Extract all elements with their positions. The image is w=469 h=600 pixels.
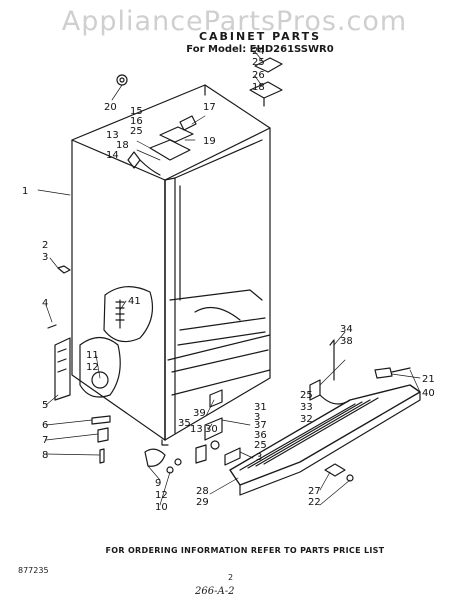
callout-9: 9	[155, 478, 161, 489]
callout-18b: 18	[116, 140, 129, 151]
callout-22: 22	[308, 497, 321, 508]
leader-lines	[37, 51, 421, 506]
callout-19: 19	[203, 136, 216, 147]
callout-26: 26	[252, 70, 265, 81]
document-code: 877235	[18, 566, 49, 575]
cabinet-body	[71, 84, 271, 446]
callout-8: 8	[42, 450, 48, 461]
callout-25: 25	[252, 57, 265, 68]
callout-13: 13	[106, 130, 119, 141]
callout-36: 36	[254, 430, 267, 441]
callout-10: 10	[155, 502, 168, 513]
handwritten-code: 266-A-2	[195, 586, 235, 597]
right-side-parts	[309, 339, 411, 405]
callout-6: 6	[42, 420, 48, 431]
callout-27: 27	[308, 486, 321, 497]
callout-24: 24	[252, 46, 265, 57]
callout-40: 40	[422, 388, 435, 399]
callout-3b: 3	[254, 412, 260, 423]
callout-35: 35	[178, 418, 191, 429]
left-screw-set	[47, 265, 71, 329]
base-screws	[324, 463, 354, 482]
diagram-title: CABINET PARTS	[198, 30, 322, 43]
callout-38: 38	[340, 336, 353, 347]
callout-5: 5	[42, 400, 48, 411]
callout-12: 12	[86, 362, 99, 373]
callout-31: 31	[254, 402, 267, 413]
callout-25c: 25	[300, 390, 313, 401]
left-panel-motor	[54, 336, 121, 401]
callout-1: 1	[22, 186, 28, 197]
callout-2: 2	[42, 240, 48, 251]
plug-part	[116, 74, 128, 86]
page-number: 2	[228, 573, 234, 582]
callout-20: 20	[104, 102, 117, 113]
callout-32: 32	[300, 414, 313, 425]
callout-3c: 3	[256, 452, 262, 463]
callout-30: 30	[205, 424, 218, 435]
callout-numbers: 24 25 26 18 17 15 16 25 19 13 18 14 20 1…	[22, 46, 435, 513]
callout-13b: 13	[190, 424, 203, 435]
callout-37: 37	[254, 420, 267, 431]
callout-29: 29	[196, 497, 209, 508]
callout-3: 3	[42, 252, 48, 263]
callout-14: 14	[106, 150, 119, 161]
callout-12b: 12	[155, 490, 168, 501]
callout-41: 41	[128, 296, 141, 307]
center-bracket-set	[195, 389, 241, 466]
callout-39: 39	[193, 408, 206, 419]
callout-11: 11	[86, 350, 99, 361]
top-hinge-assembly	[127, 115, 197, 176]
callout-25b: 25	[130, 126, 143, 137]
callout-33: 33	[300, 402, 313, 413]
upper-right-hinge	[249, 57, 283, 107]
model-label: For Model: EHD261SSWR0	[186, 44, 334, 55]
callout-4: 4	[42, 298, 48, 309]
callout-15: 15	[130, 106, 143, 117]
callout-25d: 25	[254, 440, 267, 451]
callout-17: 17	[203, 102, 216, 113]
compressor-cutaway	[103, 286, 153, 343]
callout-34: 34	[340, 324, 353, 335]
callout-7: 7	[42, 435, 48, 446]
callout-28: 28	[196, 486, 209, 497]
watermark: AppliancePartsPros.com	[61, 6, 408, 37]
ordering-note: FOR ORDERING INFORMATION REFER TO PARTS …	[105, 546, 385, 555]
callout-16: 16	[130, 116, 143, 127]
callout-18: 18	[252, 82, 265, 93]
callout-21: 21	[422, 374, 435, 385]
